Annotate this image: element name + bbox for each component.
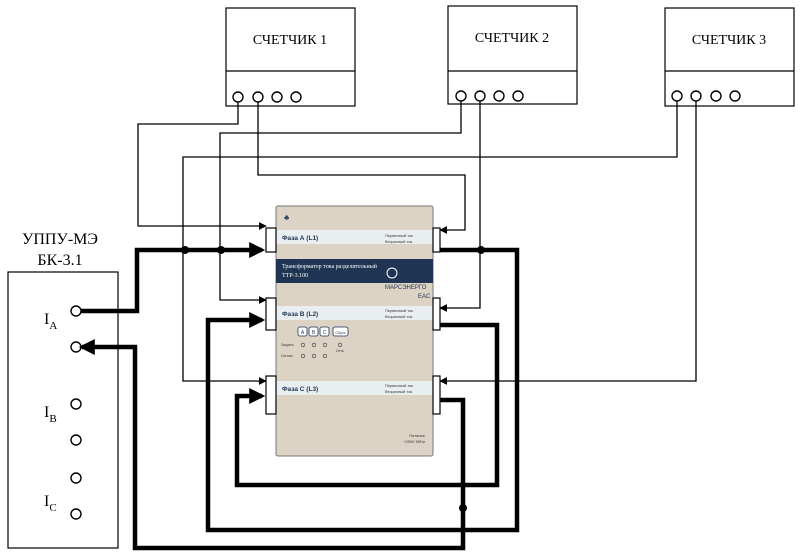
phase-c-label: Фаза С (L3) — [282, 386, 318, 393]
meter-1-terminal-2 — [252, 91, 264, 103]
power-spec: ~230V 50Hz — [403, 439, 425, 444]
phase-b-right-terminal — [432, 297, 441, 331]
meter-2-terminal-3 — [493, 90, 505, 102]
led-network — [337, 342, 343, 348]
button-b[interactable] — [308, 326, 319, 337]
button-reset-label: Сброс — [335, 331, 345, 335]
meter-2-terminal-1 — [455, 90, 467, 102]
thick-wires — [78, 242, 520, 551]
meter-3-terminal-1 — [671, 90, 683, 102]
terminal-ic-out — [70, 472, 82, 484]
terminal-ia-out — [70, 305, 82, 317]
button-a[interactable] — [297, 326, 308, 337]
device-title-line2: ТТР-3.100 — [282, 273, 308, 279]
phase-b-left-terminal — [265, 297, 277, 331]
terminal-ib-in — [70, 434, 82, 446]
terminal-ic-in — [70, 508, 82, 520]
meter-2-label: СЧЕТЧИК 2 — [475, 31, 549, 46]
transformer-panel: ♣ Фаза А (L1) Первичный ток Вторичный то… — [265, 205, 441, 457]
led-signal-b — [311, 353, 317, 359]
terminal-ib-out — [70, 398, 82, 410]
button-b-label: B — [312, 330, 316, 336]
meter-3-terminal-2 — [690, 90, 702, 102]
phase-a-left-terminal — [265, 227, 277, 253]
junctions — [181, 246, 485, 512]
terminal-label-ic: IC — [44, 493, 57, 514]
button-c-label: C — [323, 330, 327, 336]
meter-1-terminal-4 — [290, 91, 302, 103]
meter-3-label: СЧЕТЧИК 3 — [692, 33, 766, 48]
power-label: Питание — [409, 433, 426, 438]
meter-1: СЧЕТЧИК 1 — [225, 7, 356, 107]
button-c[interactable] — [319, 326, 330, 337]
signal-label: Сигнал — [281, 354, 293, 358]
protection-label: Защита — [281, 343, 293, 347]
button-a-label: A — [301, 330, 305, 336]
brand-logo-icon — [386, 267, 398, 279]
led-signal-a — [300, 353, 306, 359]
meter-3-terminal-3 — [710, 90, 722, 102]
source-title-line1: УППУ-МЭ — [22, 231, 98, 248]
meter-1-label: СЧЕТЧИК 1 — [253, 33, 327, 48]
phase-c-right-terminal — [432, 375, 441, 415]
meter-1-terminal-1 — [232, 91, 244, 103]
device-title-line1: Трансформатор тока разделительный — [282, 263, 378, 270]
meter-1-terminal-3 — [271, 91, 283, 103]
phase-a-secondary: Вторичный ток — [385, 239, 413, 244]
terminal-label-ib: IB — [44, 404, 57, 425]
meter-3-terminal-4 — [729, 90, 741, 102]
led-protection-a — [300, 342, 306, 348]
source-unit: УППУ-МЭ БК-3.1 IA IB IC — [7, 231, 119, 549]
brand-name: МАРСЭНЕРГО — [385, 285, 427, 291]
phase-c-primary: Первичный ток — [385, 383, 413, 388]
phase-b-secondary: Вторичный ток — [385, 314, 413, 319]
source-title-line2: БК-3.1 — [37, 252, 82, 269]
meter-2-terminal-4 — [512, 90, 524, 102]
network-label: Сеть — [336, 349, 344, 353]
phase-c-secondary: Вторичный ток — [385, 389, 413, 394]
terminal-label-ia: IA — [44, 311, 57, 332]
meter-2: СЧЕТЧИК 2 — [447, 5, 578, 105]
phase-a-right-terminal — [432, 227, 441, 253]
phase-a-label: Фаза А (L1) — [282, 235, 318, 242]
button-reset[interactable] — [332, 326, 349, 337]
phase-b-label: Фаза В (L2) — [282, 311, 318, 318]
led-signal-c — [322, 353, 328, 359]
thin-wires — [137, 101, 697, 385]
phase-a-primary: Первичный ток — [385, 233, 413, 238]
meter-2-terminal-2 — [474, 90, 486, 102]
terminal-ia-in — [70, 341, 82, 353]
meter-3: СЧЕТЧИК 3 — [664, 7, 795, 107]
led-protection-c — [322, 342, 328, 348]
phase-c-left-terminal — [265, 375, 277, 415]
eac-mark: EAC — [418, 294, 431, 300]
device-logo-icon: ♣ — [284, 213, 290, 222]
phase-b-primary: Первичный ток — [385, 308, 413, 313]
led-protection-b — [311, 342, 317, 348]
